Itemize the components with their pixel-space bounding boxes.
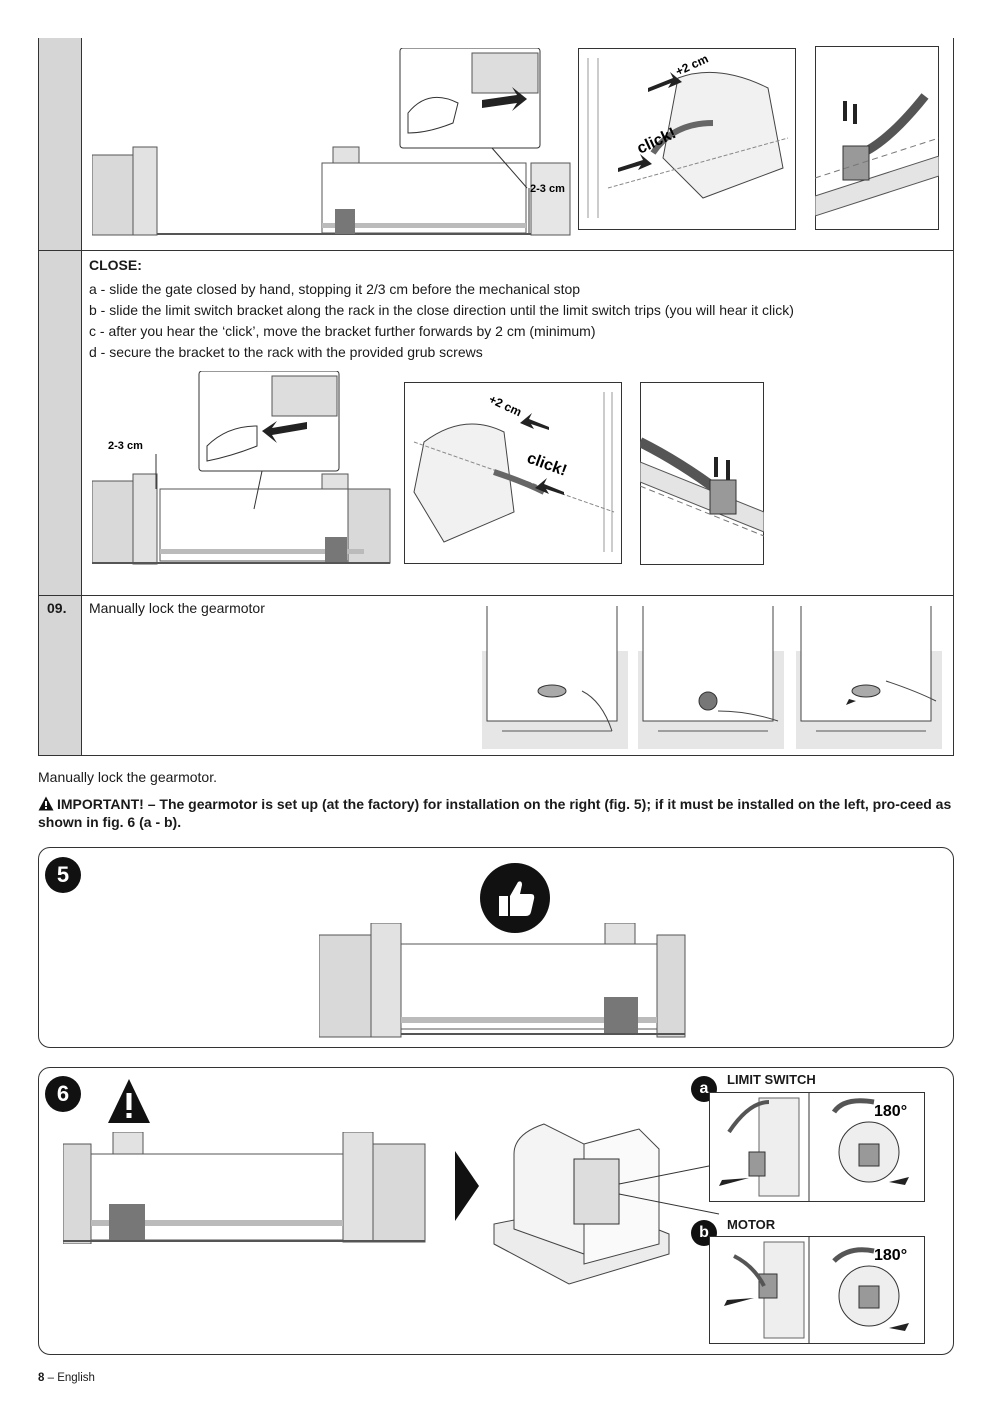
manual-lock-illustration-2: [638, 601, 784, 749]
page-number: 8: [38, 1372, 45, 1384]
gate-left-illustration: [63, 1132, 426, 1244]
bracket-screws-close-illustration: [640, 382, 764, 565]
rotation-label-b: 180°: [874, 1247, 907, 1264]
gate-right-illustration: [319, 923, 686, 1038]
limit-switch-open-illustration: +2 cm click!: [578, 48, 796, 230]
footer-language: English: [57, 1372, 95, 1384]
step-table: 2-3 cm +2 cm click! CLOSE: a - slide the…: [38, 38, 954, 756]
figure-6b-label: MOTOR: [727, 1217, 776, 1232]
close-step-d: d - secure the bracket to the rack with …: [89, 344, 483, 360]
step-number-09: 09.: [47, 600, 67, 616]
gearmotor-open-illustration: [493, 1123, 720, 1285]
thumbs-up-icon: [480, 863, 550, 933]
caption: Manually lock the gearmotor.: [38, 769, 217, 785]
close-title: CLOSE:: [89, 257, 142, 273]
gate-close-illustration: 2-3 cm: [92, 371, 392, 566]
gap-label-close: 2-3 cm: [108, 440, 143, 452]
important-text: IMPORTANT! – The gearmotor is set up (at…: [38, 796, 952, 830]
motor-rotation-illustration: 180°: [709, 1236, 925, 1344]
arrow-right-icon: [455, 1151, 479, 1221]
warning-icon: [38, 796, 54, 811]
step-09-text: Manually lock the gearmotor: [89, 600, 265, 616]
close-step-c: c - after you hear the ‘click’, move the…: [89, 323, 596, 339]
bracket-screws-open-illustration: [815, 46, 939, 230]
warning-icon: [108, 1079, 150, 1123]
figure-5: 5: [38, 847, 954, 1048]
gate-open-illustration: 2-3 cm: [92, 48, 572, 238]
important-note: IMPORTANT! – The gearmotor is set up (at…: [38, 795, 958, 831]
figure-6-number: 6: [45, 1076, 81, 1112]
manual-lock-illustration-1: [482, 601, 628, 749]
page-footer: 8 – English: [38, 1372, 95, 1384]
figure-6a-label: LIMIT SWITCH: [727, 1072, 816, 1087]
close-step-b: b - slide the limit switch bracket along…: [89, 302, 794, 318]
close-instructions: CLOSE: a - slide the gate closed by hand…: [89, 255, 949, 363]
step-number-column: [38, 38, 81, 756]
close-step-a: a - slide the gate closed by hand, stopp…: [89, 281, 581, 297]
footer-separator: –: [44, 1372, 58, 1384]
limit-switch-close-illustration: +2 cm click!: [404, 382, 622, 564]
figure-6: 6 a LIMIT SWITCH 180°: [38, 1067, 954, 1355]
limit-switch-rotation-illustration: 180°: [709, 1092, 925, 1202]
gap-label-top: 2-3 cm: [530, 183, 565, 195]
rotation-label-a: 180°: [874, 1103, 907, 1120]
manual-lock-illustration-3: [796, 601, 942, 749]
figure-5-number: 5: [45, 857, 81, 893]
